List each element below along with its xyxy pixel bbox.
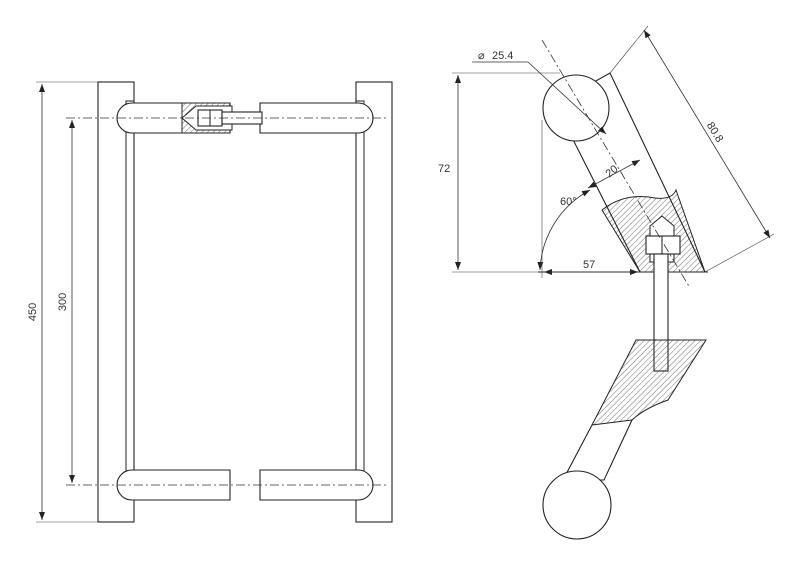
- dimension-angle-60: 60°: [537, 189, 591, 271]
- lower-tube: [562, 419, 633, 481]
- door-panel-right: [355, 81, 393, 523]
- handle-bar-left: [125, 100, 135, 498]
- dimension-72-label: 72: [438, 163, 450, 175]
- diameter-symbol: ⌀: [478, 50, 485, 62]
- dimension-300-label: 300: [57, 293, 69, 311]
- dimension-diameter: ⌀ 25.4: [472, 50, 607, 135]
- side-view: 72 57 60° 80.8 20 ⌀ 2: [438, 25, 775, 540]
- dimension-angle-label: 60°: [560, 196, 577, 208]
- handle-circle-bottom: [542, 470, 612, 540]
- lower-tube-section: [591, 339, 707, 431]
- dimension-diameter-label: 25.4: [492, 50, 513, 62]
- handle-bar-right: [355, 100, 365, 498]
- dimension-450-label: 450: [27, 303, 39, 321]
- dimension-300: 300: [57, 120, 75, 483]
- dimension-450: 450: [27, 81, 98, 523]
- dimension-72: 72: [438, 72, 560, 273]
- front-view: 450 300: [27, 81, 393, 523]
- dimension-80-8-label: 80.8: [704, 120, 726, 145]
- dimension-57-label: 57: [583, 259, 595, 271]
- door-panel-left: [97, 81, 135, 523]
